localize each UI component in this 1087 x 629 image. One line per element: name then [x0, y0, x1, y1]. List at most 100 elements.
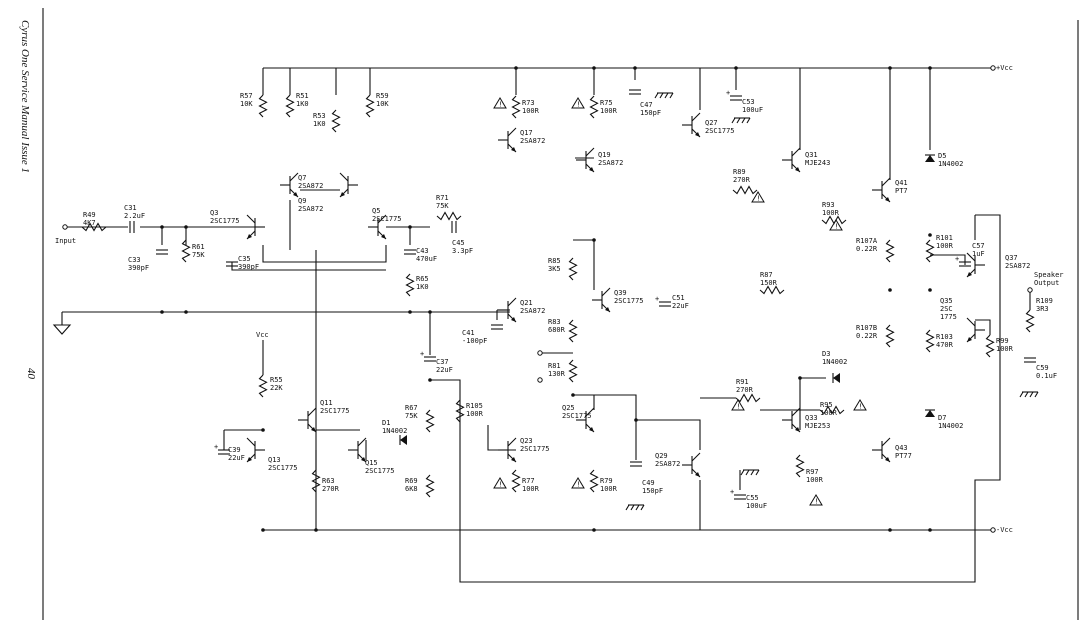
label-r55-ref: R55	[270, 376, 283, 384]
label-q15-value: 2SC1775	[365, 467, 395, 475]
label-q41-value: PT7	[895, 187, 908, 195]
label-c59-ref: C59	[1036, 364, 1049, 372]
label-r85-ref: R85	[548, 257, 561, 265]
label-r103-ref: R103	[936, 333, 953, 341]
label-q29-value: 2SA872	[655, 460, 680, 468]
label-r67-ref: R67	[405, 404, 418, 412]
label-q9-ref: Q9	[298, 197, 306, 205]
label-q15-ref: Q15	[365, 459, 378, 467]
label-r95-value: 100R	[820, 409, 838, 417]
label-r81-value: 130R	[548, 370, 566, 378]
label-d7-value: 1N4002	[938, 422, 963, 430]
wiring	[62, 67, 1031, 583]
warning-triangle-icon: !	[493, 97, 507, 109]
label-q23-ref: Q23	[520, 437, 533, 445]
svg-text:+: +	[214, 443, 218, 451]
label-q23-value: 2SC1775	[520, 445, 550, 453]
label-r49-ref: R49	[83, 211, 96, 219]
label-q19-value: 2SA872	[598, 159, 623, 167]
chassis-ground-icon	[731, 117, 751, 124]
label-r97-value: 100R	[806, 476, 824, 484]
label-r89-ref: R89	[733, 168, 746, 176]
net-input: Input	[55, 237, 76, 245]
junction-dots	[62, 65, 1033, 533]
capacitor-c41: C41-100pF	[462, 324, 503, 345]
label-r57-value: 10K	[240, 100, 253, 108]
label-c53-value: 100uF	[742, 106, 763, 114]
label-r71-value: 75K	[436, 202, 449, 210]
label-r77-ref: R77	[522, 477, 535, 485]
label-q11-value: 2SC1775	[320, 407, 350, 415]
label-q43-ref: Q43	[895, 444, 908, 452]
warning-triangle-icon: !	[571, 97, 585, 109]
label-r97-ref: R97	[806, 468, 819, 476]
label-c49-ref: C49	[642, 479, 655, 487]
label-c57-value: 1uF	[972, 250, 985, 258]
label-r107b-ref: R107B	[856, 324, 877, 332]
label-q41-ref: Q41	[895, 179, 908, 187]
label-d1-ref: D1	[382, 419, 390, 427]
label-q39-ref: Q39	[614, 289, 627, 297]
label-r69-ref: R69	[405, 477, 418, 485]
warning-triangle-icon: !	[829, 219, 843, 231]
label-r81-ref: R81	[548, 362, 561, 370]
label-c59-value: 0.1uF	[1036, 372, 1057, 380]
label-r65-value: 1K0	[416, 283, 429, 291]
label-q35-ref: Q35	[940, 297, 953, 305]
label-q35-value2: 1775	[940, 313, 957, 321]
label-r67-value: 75K	[405, 412, 418, 420]
label-r61-ref: R61	[192, 243, 205, 251]
svg-text:!: !	[835, 223, 839, 231]
label-q9-value: 2SA872	[298, 205, 323, 213]
label-q17-value: 2SA872	[520, 137, 545, 145]
label-c45-ref: C45	[452, 239, 465, 247]
label-r107a-value: 0.22R	[856, 245, 878, 253]
label-c41-ref: C41	[462, 329, 475, 337]
label-c39-ref: C39	[228, 446, 241, 454]
label-c39-value: 22uF	[228, 454, 245, 462]
chassis-ground-icon	[1019, 391, 1039, 398]
warning-triangle-icon: !	[809, 494, 823, 506]
warning-triangle-icon: !	[731, 399, 745, 411]
label-c51-value: 22uF	[672, 302, 689, 310]
label-r69-value: 6K8	[405, 485, 418, 493]
svg-text:!: !	[577, 481, 581, 489]
net-vcc-pos: +Vcc	[996, 64, 1013, 72]
label-q31-ref: Q31	[805, 151, 818, 159]
label-c43-ref: C43	[416, 247, 429, 255]
svg-text:+: +	[726, 89, 730, 97]
label-r99-ref: R99	[996, 337, 1009, 345]
label-q29-ref: Q29	[655, 452, 668, 460]
label-c57-ref: C57	[972, 242, 985, 250]
label-r57-ref: R57	[240, 92, 253, 100]
label-r63-value: 270R	[322, 485, 340, 493]
label-r93-ref: R93	[822, 201, 835, 209]
